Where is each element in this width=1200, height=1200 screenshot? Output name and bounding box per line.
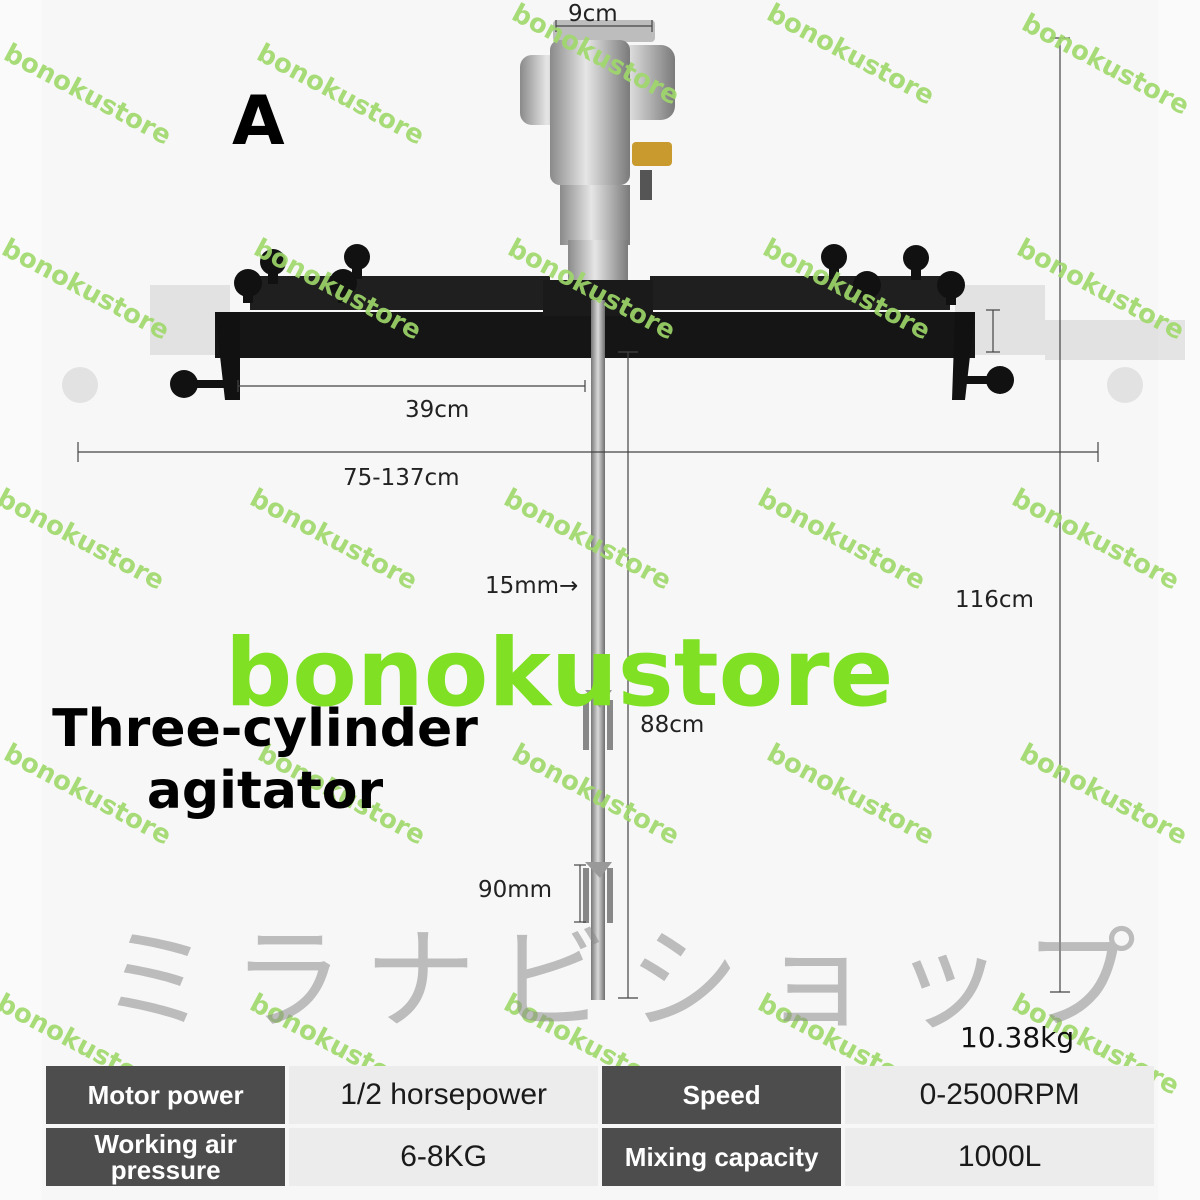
spec-label: Working air pressure <box>46 1128 286 1186</box>
product-title: Three-cylinder agitator <box>40 698 490 823</box>
spec-value: 1/2 horsepower <box>289 1066 598 1124</box>
spec-value: 0-2500RPM <box>845 1066 1154 1124</box>
shop-name-overlay: ミラナビショップ <box>100 916 1156 1046</box>
product-title-line2: agitator <box>146 761 384 822</box>
dim-total-height: 116cm <box>955 587 1034 613</box>
product-title-line1: Three-cylinder <box>52 699 478 759</box>
variant-label: A <box>232 82 285 161</box>
spec-value: 6-8KG <box>289 1128 598 1186</box>
dim-shaft-length: 88cm <box>640 712 705 738</box>
dim-impeller-size: 90mm <box>478 877 553 903</box>
spec-value: 1000L <box>845 1128 1154 1186</box>
spec-label: Mixing capacity <box>601 1128 842 1186</box>
dimension-lines <box>77 20 1099 999</box>
spec-row: Working air pressure 6-8KG Mixing capaci… <box>46 1128 1154 1186</box>
spec-label: Motor power <box>46 1066 286 1124</box>
spec-label: Speed <box>601 1066 842 1124</box>
spec-table: Motor power 1/2 horsepower Speed 0-2500R… <box>42 1062 1158 1190</box>
brand-overlay: bonokustore <box>225 619 894 728</box>
dim-shaft-diameter: 15mm→ <box>485 573 579 599</box>
mixing-shaft <box>583 300 613 1000</box>
product-weight: 10.38kg <box>960 1021 1075 1054</box>
dim-total-span: 75-137cm <box>343 465 460 491</box>
spec-row: Motor power 1/2 horsepower Speed 0-2500R… <box>46 1066 1154 1124</box>
dim-half-span: 39cm <box>405 397 470 423</box>
clamp-knobs <box>170 244 1014 398</box>
dim-top-width: 9cm <box>568 1 618 27</box>
agitator-illustration <box>62 20 1185 1000</box>
